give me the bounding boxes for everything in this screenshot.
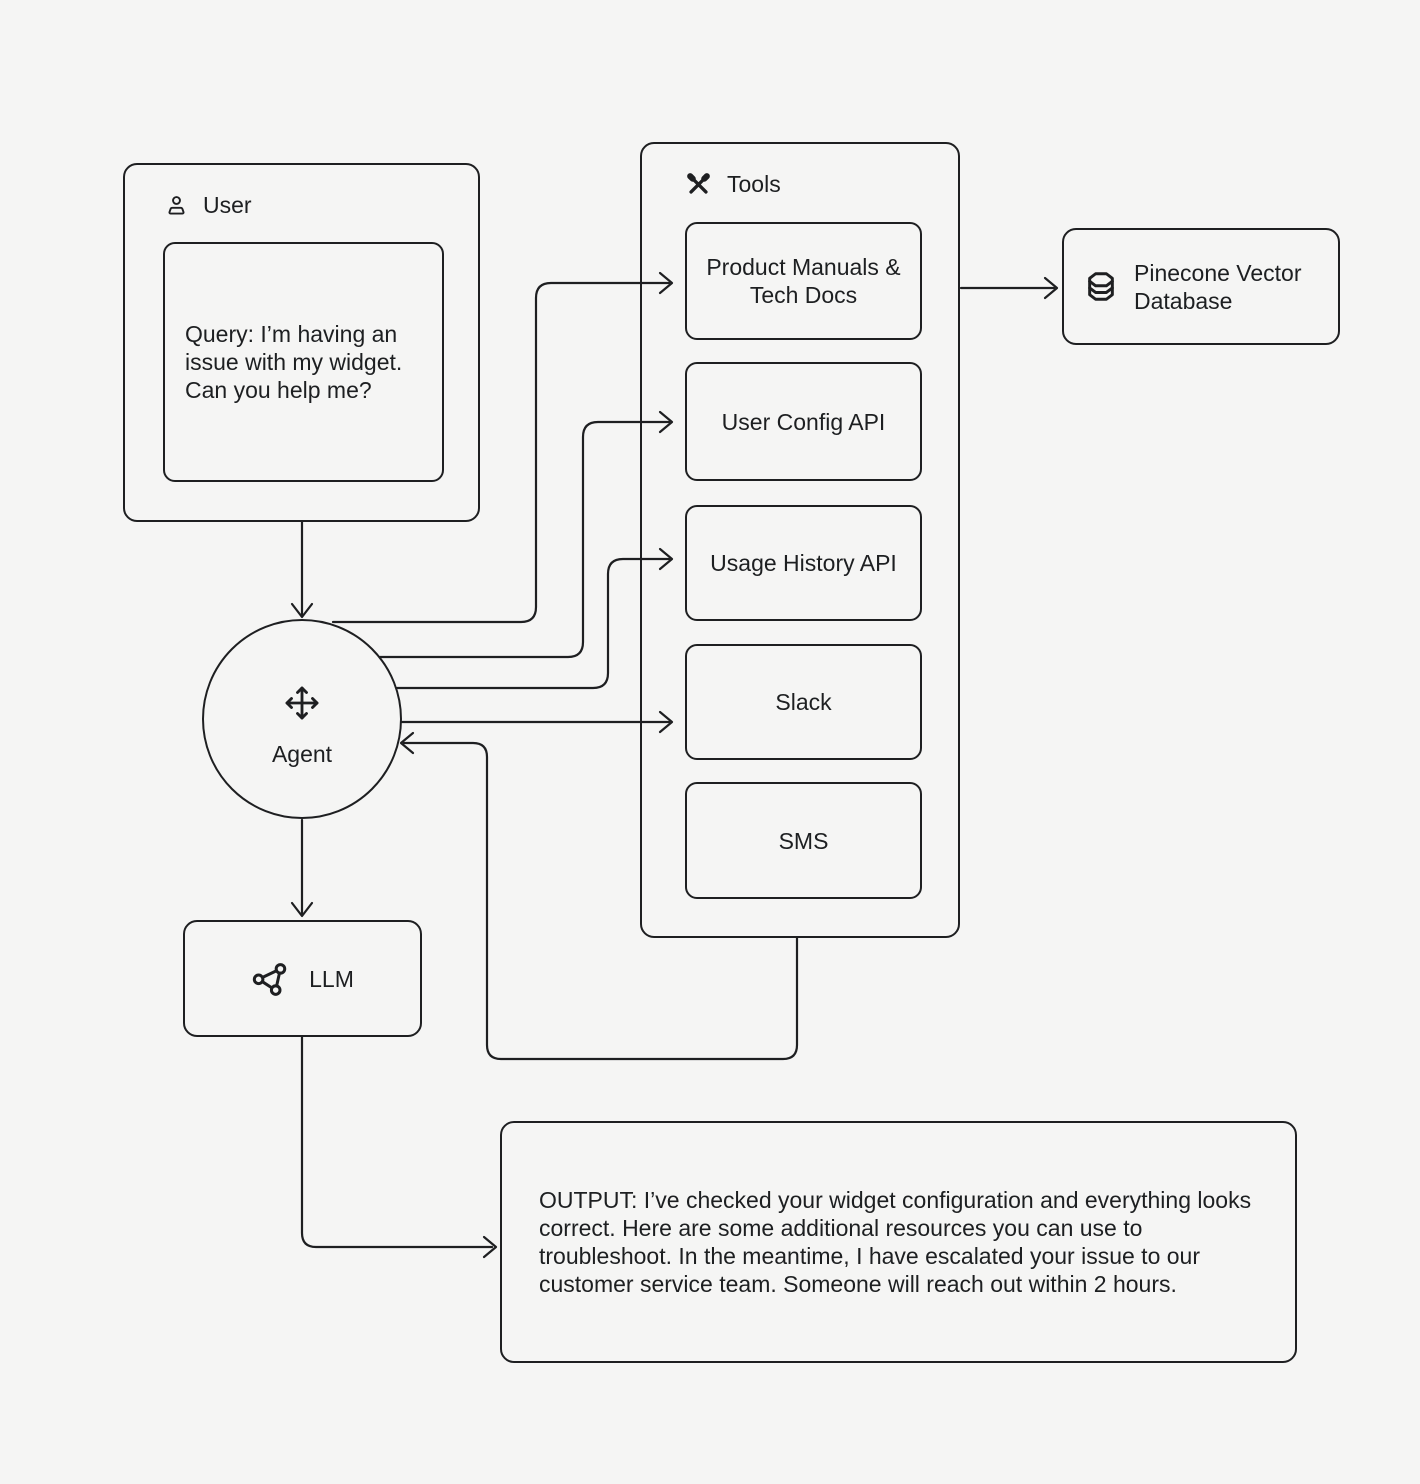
arrowhead-agent-to-llm bbox=[290, 901, 314, 918]
tool-user-config-api-label: User Config API bbox=[721, 408, 886, 435]
tools-node: Tools Product Manuals & Tech Docs User C… bbox=[640, 142, 960, 938]
connector-agent-to-usage-history bbox=[395, 557, 671, 690]
tool-sms: SMS bbox=[685, 782, 922, 899]
arrowhead-user-to-agent bbox=[290, 602, 314, 619]
tool-slack-label: Slack bbox=[775, 689, 832, 715]
agent-node: Agent bbox=[202, 619, 402, 819]
network-icon bbox=[251, 959, 289, 999]
arrowhead-tools-to-agent bbox=[399, 731, 415, 755]
tool-usage-history-api-label: Usage History API bbox=[710, 550, 897, 576]
tools-icon bbox=[685, 171, 712, 198]
arrowhead-agent-to-user-config bbox=[658, 410, 674, 434]
llm-node: LLM bbox=[183, 920, 422, 1037]
user-node-header: User bbox=[165, 191, 252, 219]
connector-llm-to-output bbox=[300, 1035, 494, 1249]
arrowhead-tools-to-pinecone bbox=[1043, 276, 1059, 300]
tool-product-manuals: Product Manuals & Tech Docs bbox=[685, 222, 922, 340]
query-text: Query: I’m having an issue with my widge… bbox=[185, 321, 403, 403]
arrowhead-llm-to-output bbox=[482, 1235, 498, 1259]
connector-tools-to-agent bbox=[402, 741, 799, 1061]
user-icon bbox=[165, 193, 188, 218]
user-node: User Query: I’m having an issue with my … bbox=[123, 163, 480, 522]
tool-usage-history-api: Usage History API bbox=[685, 505, 922, 621]
tool-product-manuals-label: Product Manuals & Tech Docs bbox=[706, 254, 901, 308]
pinecone-node: Pinecone Vector Database bbox=[1062, 228, 1340, 345]
tools-node-header: Tools bbox=[685, 170, 781, 198]
output-node: OUTPUT: I’ve checked your widget configu… bbox=[500, 1121, 1297, 1363]
tool-slack: Slack bbox=[685, 644, 922, 760]
user-node-title: User bbox=[203, 192, 252, 218]
arrowhead-agent-to-product-manuals bbox=[658, 271, 674, 295]
pinecone-node-label: Pinecone Vector Database bbox=[1134, 259, 1302, 314]
arrowhead-agent-to-usage-history bbox=[658, 547, 674, 571]
database-icon bbox=[1084, 267, 1118, 306]
output-text: OUTPUT: I’ve checked your widget configu… bbox=[539, 1187, 1252, 1297]
tool-user-config-api: User Config API bbox=[685, 362, 922, 481]
connector-agent-to-product-manuals bbox=[331, 281, 671, 624]
tool-sms-label: SMS bbox=[778, 827, 829, 854]
agent-node-label: Agent bbox=[271, 740, 333, 767]
arrowhead-agent-to-slack bbox=[658, 710, 674, 734]
llm-node-label: LLM bbox=[309, 965, 354, 992]
query-box: Query: I’m having an issue with my widge… bbox=[163, 242, 444, 482]
move-icon bbox=[284, 685, 320, 721]
tools-node-title: Tools bbox=[727, 171, 781, 197]
connector-agent-to-user-config bbox=[378, 420, 671, 659]
